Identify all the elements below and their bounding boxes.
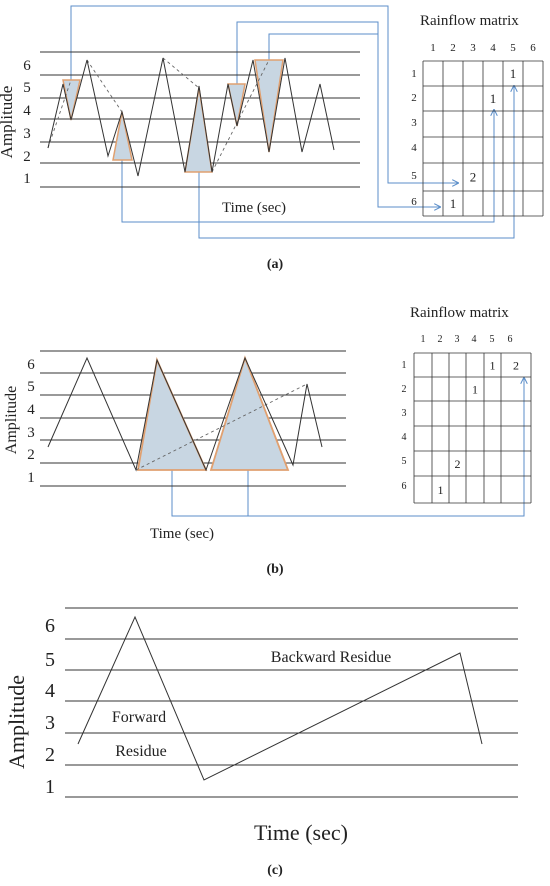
panel-b-cycles — [136, 355, 290, 471]
panel-b-y-tick: 6 — [27, 357, 35, 373]
matrix-col-header: 3 — [470, 42, 476, 54]
panel-c-y-tick: 2 — [45, 744, 55, 766]
panel-c-y-tick: 6 — [45, 615, 55, 637]
panel-b-x-axis-label: Time (sec) — [150, 526, 214, 542]
matrix-col-header: 6 — [508, 334, 513, 345]
panel-a-y-tick: 2 — [23, 149, 31, 165]
matrix-col-header: 3 — [455, 334, 460, 345]
matrix-row-header: 6 — [402, 481, 407, 492]
panel-c-grid — [65, 607, 518, 798]
panel-a-y-ticks: 1 2 3 4 5 6 — [23, 58, 31, 187]
matrix-row-header: 5 — [402, 456, 407, 467]
panel-c-signal — [77, 615, 483, 781]
panel-a-matrix-title: Rainflow matrix — [420, 13, 519, 29]
matrix-row-header: 3 — [411, 117, 417, 129]
panel-a-y-tick: 4 — [23, 103, 31, 119]
panel-a-dashes — [47, 57, 270, 173]
matrix-row-header: 2 — [411, 92, 417, 104]
panel-a-y-tick: 1 — [23, 171, 31, 187]
panel-c-y-tick: 3 — [45, 712, 55, 734]
panel-a-y-tick: 6 — [23, 58, 31, 74]
panel-c-y-axis-label: Amplitude — [4, 675, 29, 769]
panel-c: 1 2 3 4 5 6 Amplitude Time (sec) Forward… — [4, 607, 518, 878]
panel-b-y-tick: 3 — [27, 425, 35, 441]
panel-a-y-axis-label: Amplitude — [0, 86, 16, 159]
panel-a-cycle — [112, 111, 133, 161]
matrix-col-header: 5 — [510, 42, 516, 54]
matrix-col-header: 1 — [421, 334, 426, 345]
backward-residue-label: Backward Residue — [271, 649, 391, 666]
panel-a-cycle — [184, 87, 213, 173]
matrix-row-header: 1 — [411, 68, 417, 80]
forward-residue-label: Residue — [115, 743, 167, 760]
panel-b-y-tick: 1 — [27, 470, 35, 486]
matrix-row-header: 4 — [411, 142, 417, 154]
matrix-row-header: 6 — [411, 196, 417, 208]
matrix-col-header: 4 — [490, 42, 496, 54]
matrix-cell-value: 1 — [490, 91, 497, 106]
panel-b-caption: (b) — [266, 562, 283, 577]
panel-c-y-ticks: 1 2 3 4 5 6 — [45, 615, 55, 798]
panel-a-signal — [47, 57, 335, 177]
panel-a-caption: (a) — [267, 257, 284, 272]
panel-a-matrix-row-headers: 1 2 3 4 5 6 — [411, 68, 417, 208]
panel-c-y-tick: 1 — [45, 776, 55, 798]
matrix-cell-value: 1 — [450, 196, 457, 211]
panel-a-connectors — [70, 5, 514, 239]
matrix-row-header: 4 — [402, 432, 407, 443]
panel-b-matrix-grid — [413, 352, 532, 504]
matrix-cell-value: 1 — [438, 483, 444, 497]
panel-b-connectors — [171, 378, 524, 517]
matrix-cell-value: 2 — [470, 170, 477, 185]
matrix-row-header: 2 — [402, 384, 407, 395]
matrix-col-header: 1 — [430, 42, 436, 54]
matrix-cell-value: 2 — [455, 457, 461, 471]
matrix-row-header: 3 — [402, 408, 407, 419]
panel-b-y-tick: 5 — [27, 379, 35, 395]
panel-b-dash — [135, 383, 308, 471]
panel-b-signal — [47, 356, 323, 472]
matrix-col-header: 2 — [450, 42, 456, 54]
panel-b-cycle — [209, 355, 290, 471]
panel-b-y-tick: 4 — [27, 402, 35, 418]
matrix-cell-value: 1 — [472, 383, 478, 397]
matrix-cell-value: 1 — [490, 359, 496, 373]
panel-a-cycles — [62, 59, 284, 173]
panel-b-y-ticks: 1 2 3 4 5 6 — [27, 357, 35, 486]
panel-a-y-tick: 3 — [23, 126, 31, 142]
panel-a: 1 2 3 4 5 6 Amplitude Time (sec) Rainflo… — [0, 5, 544, 272]
matrix-cell-value: 1 — [510, 66, 517, 81]
panel-b-matrix-title: Rainflow matrix — [410, 305, 509, 321]
panel-a-matrix-col-headers: 1 2 3 4 5 6 — [430, 42, 536, 54]
matrix-row-header: 1 — [402, 360, 407, 371]
panel-a-matrix-grid — [422, 60, 544, 217]
panel-b-y-axis-label: Amplitude — [3, 386, 20, 454]
forward-residue-label: Forward — [112, 709, 166, 726]
panel-c-x-axis-label: Time (sec) — [254, 820, 348, 845]
panel-a-y-tick: 5 — [23, 80, 31, 96]
matrix-col-header: 5 — [490, 334, 495, 345]
matrix-col-header: 4 — [472, 334, 477, 345]
matrix-col-header: 2 — [438, 334, 443, 345]
matrix-row-header: 5 — [411, 170, 417, 182]
panel-a-cycle — [254, 59, 284, 153]
panel-a-x-axis-label: Time (sec) — [222, 200, 286, 216]
panel-c-caption: (c) — [267, 863, 283, 878]
matrix-col-header: 6 — [530, 42, 536, 54]
panel-b-matrix-col-headers: 1 2 3 4 5 6 — [421, 334, 513, 345]
panel-b-matrix-row-headers: 1 2 3 4 5 6 — [402, 360, 407, 492]
panel-b-y-tick: 2 — [27, 447, 35, 463]
panel-b: 1 2 3 4 5 6 Amplitude Time (sec) Rainflo… — [3, 305, 532, 577]
panel-a-cycle — [62, 79, 81, 121]
panel-c-y-tick: 4 — [45, 680, 55, 702]
panel-b-cycle — [136, 356, 208, 471]
panel-c-y-tick: 5 — [45, 649, 55, 671]
matrix-cell-value: 2 — [513, 359, 519, 373]
